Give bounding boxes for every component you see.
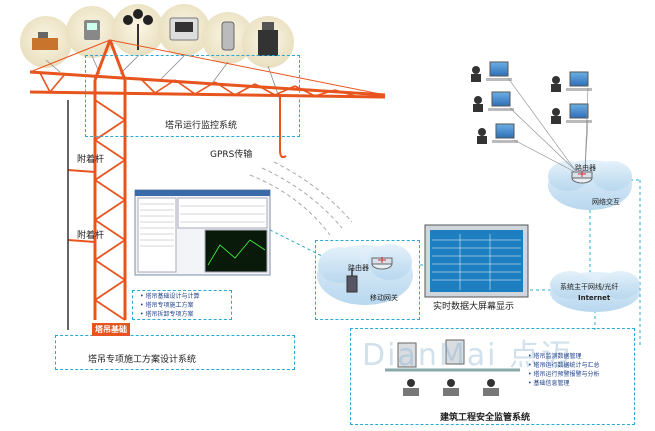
monitoring-system-label: 塔吊运行监控系统 (165, 121, 238, 131)
mobile-gateway-icon (346, 268, 358, 293)
hook-sensor-icon (258, 22, 278, 56)
crane-base-label: 塔吊基础 (92, 323, 130, 336)
safety-bullet-item: 基础信息管理 (528, 379, 599, 388)
computer-workstation-icon (473, 91, 514, 112)
safety-bullet-item: 塔吊监测数据管理 (528, 352, 599, 361)
design-bullets-box (132, 290, 232, 320)
router-left-label: 路由器 (348, 264, 369, 272)
computer-workstation-icon (551, 103, 592, 124)
backbone-label-1: 系统主干网线/光纤 (560, 283, 619, 291)
gprs-waves (249, 161, 353, 236)
controller-icon (169, 17, 199, 41)
design-system-box (55, 335, 295, 370)
router-right-label: 路由器 (575, 164, 596, 172)
design-bullet-item: 塔吊基础设计与计算 (140, 292, 199, 301)
design-bullet-item: 塔吊专项施工方案 (140, 301, 199, 310)
left-cloud (317, 244, 413, 305)
gprs-label: GPRS传输 (210, 150, 253, 160)
computer-workstation-icon (551, 71, 592, 92)
gateway-box (315, 240, 420, 320)
weight-sensor-icon (84, 20, 100, 40)
display-screen-icon (424, 224, 529, 298)
safety-bullet-item: 塔吊运行预警报警与分析 (528, 370, 599, 379)
network-interaction-label: 网络交互 (592, 198, 620, 206)
tower-crane (29, 39, 386, 321)
right-cloud (548, 160, 632, 210)
operator-icon (403, 379, 499, 396)
design-bullet-item: 塔吊拆卸专项方案 (140, 310, 199, 319)
safety-system-label: 建筑工程安全监管系统 (440, 413, 531, 423)
router-icon (371, 257, 393, 270)
design-system-label: 塔吊专项施工方案设计系统 (88, 355, 197, 365)
attach-rod-label-1: 附着杆 (77, 155, 105, 165)
computer-workstation-icon (477, 123, 518, 144)
wind-sensor-icon (32, 32, 58, 50)
big-screen-label: 实时数据大屏幕显示 (433, 302, 515, 312)
safety-system-box (350, 328, 635, 425)
design-bullet-list: 塔吊基础设计与计算 塔吊专项施工方案 塔吊拆卸专项方案 (140, 292, 199, 319)
attach-rod-label-2: 附着杆 (77, 231, 105, 241)
angle-sensor-icon (221, 21, 235, 51)
backbone-cloud (550, 271, 640, 312)
monitoring-system-box (85, 55, 300, 137)
router-icon (571, 171, 593, 184)
safety-bullet-list: 塔吊监测数据管理 塔吊运行数据统计与汇总 塔吊运行预警报警与分析 基础信息管理 (528, 352, 599, 388)
software-window (134, 189, 271, 276)
workstation-links (507, 77, 589, 173)
computer-workstation-icon (471, 61, 512, 82)
server-icon (397, 339, 465, 368)
mobile-gateway-label: 移动网关 (370, 294, 398, 302)
safety-bullet-item: 塔吊运行数据统计与汇总 (528, 361, 599, 370)
backbone-label-2: Internet (578, 294, 611, 302)
